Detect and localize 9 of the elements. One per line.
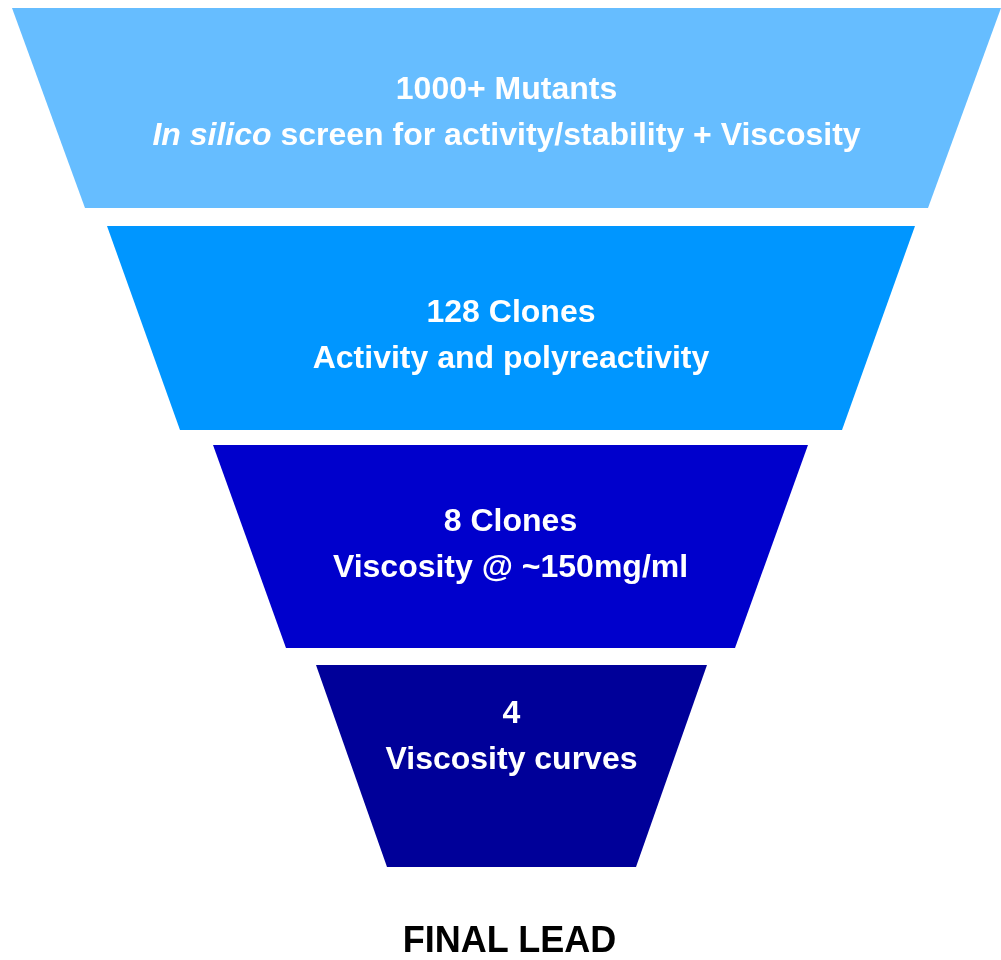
stage-title: 128 Clones bbox=[426, 292, 596, 331]
stage-title: 4 bbox=[502, 693, 521, 732]
result-label: FINAL LEAD bbox=[402, 918, 617, 960]
stage-description: In silico screen for activity/stability + Viscosity bbox=[152, 115, 861, 154]
stage-description: Viscosity @ ~150mg/ml bbox=[332, 547, 689, 586]
stage-title: 1000+ Mutants bbox=[395, 69, 618, 108]
stage-description: Activity and polyreactivity bbox=[312, 338, 710, 377]
stage-description: Viscosity curves bbox=[385, 739, 638, 778]
stage-title: 8 Clones bbox=[443, 501, 578, 540]
